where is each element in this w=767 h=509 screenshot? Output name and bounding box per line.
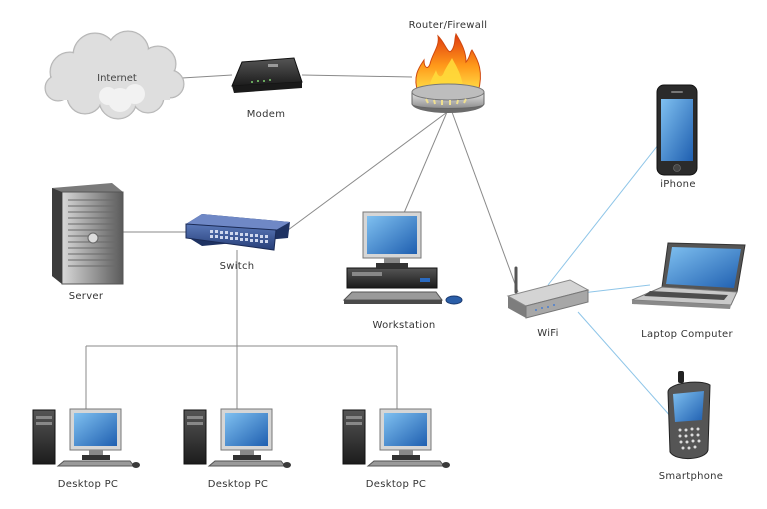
switch-label: Switch <box>220 261 255 272</box>
workstation-icon <box>342 211 463 305</box>
desktop-pc-2-label: Desktop PC <box>208 479 268 490</box>
desktop-pc-icon <box>32 408 140 468</box>
link-internet-modem <box>181 74 233 79</box>
wireless-link-laptop <box>581 284 651 294</box>
desktop-pc-3-label: Desktop PC <box>366 479 426 490</box>
link-router-switch <box>287 109 451 231</box>
internet-cloud-icon <box>44 30 185 120</box>
workstation-label: Workstation <box>372 320 435 331</box>
link-router-wifi <box>451 111 519 293</box>
smartphone-label: Smartphone <box>659 471 724 482</box>
firewall-flame-icon <box>415 32 481 93</box>
server-label: Server <box>69 291 104 302</box>
desktop-pc-1-label: Desktop PC <box>58 479 118 490</box>
desktop-pc-icon <box>342 408 450 468</box>
wifi-label: WiFi <box>537 328 558 339</box>
laptop-label: Laptop Computer <box>641 329 733 340</box>
modem-label: Modem <box>247 109 286 120</box>
wireless-link-smartphone <box>577 311 673 419</box>
connections <box>85 74 673 419</box>
iphone-label: iPhone <box>660 179 696 190</box>
modem-icon <box>231 57 303 93</box>
router-icon <box>411 83 485 113</box>
wireless-link-iphone <box>547 139 663 286</box>
switch-icon <box>185 214 290 251</box>
link-modem-router <box>301 74 413 78</box>
wifi-access-point-icon <box>506 266 590 319</box>
laptop-icon <box>631 242 746 309</box>
smartphone-icon <box>667 371 711 459</box>
server-icon <box>52 183 124 285</box>
link-router-workstation <box>403 111 448 214</box>
internet-label: Internet <box>97 73 137 84</box>
iphone-icon <box>656 84 698 176</box>
router-label: Router/Firewall <box>409 20 488 31</box>
desktop-pc-icon <box>183 408 291 468</box>
